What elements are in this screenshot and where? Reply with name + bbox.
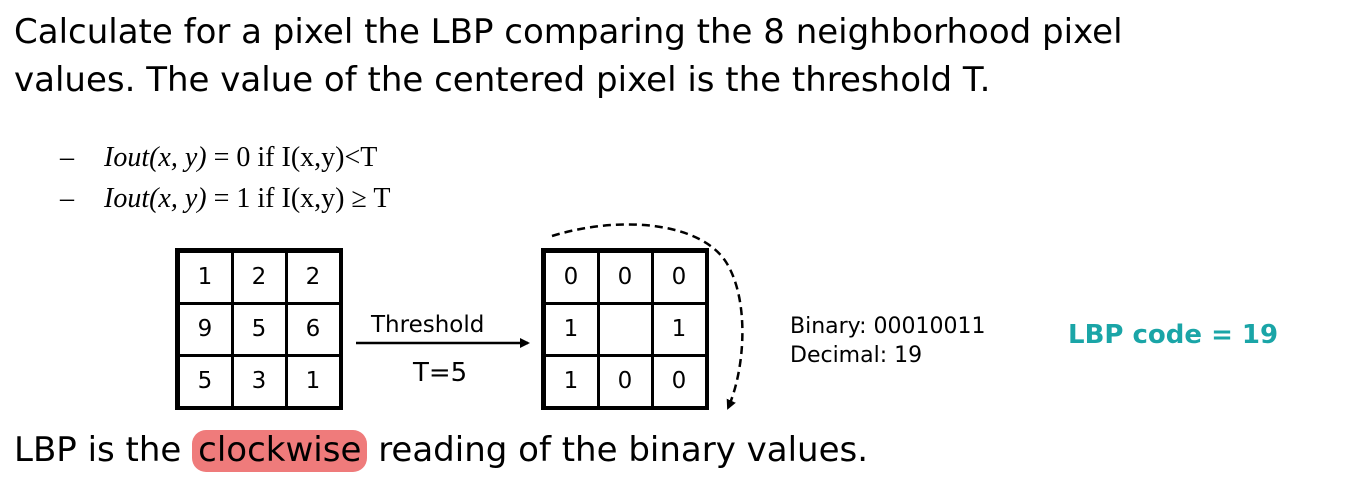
rule-dash: – — [60, 142, 74, 173]
rule-zero: –Iout(x, y) = 0 if I(x,y)<T — [60, 142, 377, 174]
output-cell: 0 — [596, 353, 654, 409]
decimal-value: Decimal: 19 — [790, 343, 923, 368]
result-text: Binary: 00010011 Decimal: 19 — [790, 312, 985, 370]
threshold-value: T=5 — [413, 358, 468, 388]
output-grid: 0 0 0 1 1 1 0 0 — [541, 248, 709, 410]
rule-lhs: Iout(x, y) — [104, 142, 207, 173]
threshold-label: Threshold — [371, 312, 485, 338]
input-cell: 2 — [230, 249, 288, 305]
bottom-after: reading of the binary values. — [378, 430, 869, 470]
input-grid: 1 2 2 9 5 6 5 3 1 — [175, 248, 343, 410]
binary-value: Binary: 00010011 — [790, 314, 986, 339]
clockwise-highlight: clockwise — [192, 430, 368, 472]
rule-rhs: = 1 if I(x,y) ≥ T — [213, 183, 391, 214]
rule-dash: – — [60, 183, 74, 214]
output-cell: 1 — [542, 353, 600, 409]
intro-text: Calculate for a pixel the LBP comparing … — [14, 8, 1123, 104]
intro-line-2: values. The value of the centered pixel … — [14, 60, 991, 100]
bottom-before: LBP is the — [14, 430, 182, 470]
rule-lhs: Iout(x, y) — [104, 183, 207, 214]
rule-rhs: = 0 if I(x,y)<T — [213, 142, 378, 173]
input-cell: 2 — [284, 249, 342, 305]
output-cell: 0 — [650, 249, 708, 305]
rule-one: –Iout(x, y) = 1 if I(x,y) ≥ T — [60, 183, 390, 215]
output-cell: 1 — [650, 301, 708, 357]
input-cell: 1 — [284, 353, 342, 409]
lbp-code: LBP code = 19 — [1068, 320, 1279, 350]
clockwise-arrow — [551, 223, 744, 410]
output-cell: 1 — [542, 301, 600, 357]
bottom-line: LBP is the clockwise reading of the bina… — [14, 430, 869, 472]
input-cell: 5 — [176, 353, 234, 409]
output-cell: 0 — [650, 353, 708, 409]
intro-line-1: Calculate for a pixel the LBP comparing … — [14, 12, 1123, 52]
